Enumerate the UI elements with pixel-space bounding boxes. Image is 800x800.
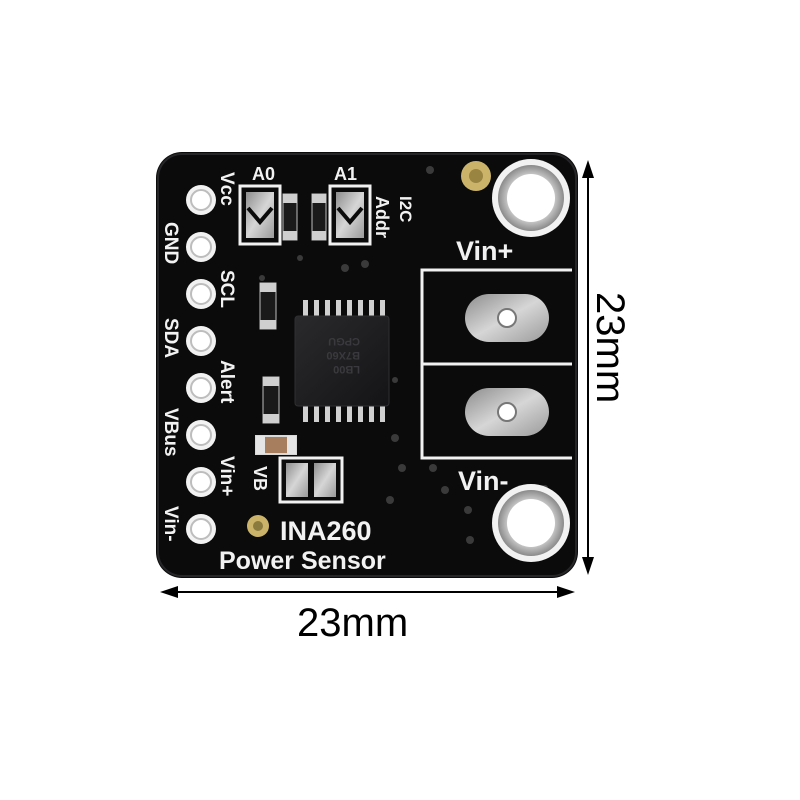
pin-labels: Vcc GND SCL SDA Alert VBus Vin+ Vin- bbox=[160, 172, 237, 542]
header-pin-pad bbox=[186, 185, 216, 215]
smd-resistors bbox=[255, 282, 297, 455]
ic-marking-3: LB00 bbox=[333, 363, 360, 375]
smd-resistor bbox=[282, 193, 298, 241]
mounting-hole-top bbox=[492, 159, 570, 237]
jumper-label-a1: A1 bbox=[334, 164, 357, 184]
pin-label-vin-minus: Vin- bbox=[160, 506, 181, 542]
vb-label: VB bbox=[250, 466, 270, 491]
i2c-addr-label: I2C Addr bbox=[372, 196, 415, 238]
header-pin-pad bbox=[186, 279, 216, 309]
header-pin-pad bbox=[186, 420, 216, 450]
header-pin-pad bbox=[186, 326, 216, 356]
pin-label-vbus: VBus bbox=[160, 408, 181, 457]
smd-resistor bbox=[262, 376, 280, 424]
jumper-label-a0: A0 bbox=[252, 164, 275, 184]
addr-label: Addr bbox=[372, 196, 392, 238]
terminal-label-vin-minus: Vin- bbox=[458, 466, 509, 496]
via-dots bbox=[259, 165, 548, 544]
width-label: 23mm bbox=[297, 601, 408, 645]
header-pin-pad bbox=[186, 373, 216, 403]
pin-label-vin-plus: Vin+ bbox=[216, 456, 237, 496]
pin-label-alert: Alert bbox=[216, 360, 237, 404]
width-dimension: 23mm bbox=[160, 586, 575, 645]
header-pin-pad bbox=[186, 514, 216, 544]
vb-jumper: VB bbox=[250, 456, 344, 504]
header-pin-pad bbox=[186, 467, 216, 497]
header-pins bbox=[186, 185, 216, 544]
height-dimension: 23mm bbox=[582, 160, 632, 575]
ic-marking-2: B7X60 bbox=[326, 349, 360, 361]
pin-label-vcc: Vcc bbox=[216, 172, 237, 206]
i2c-label: I2C bbox=[396, 196, 415, 222]
terminal-block-outline: Vin+ Vin- bbox=[420, 236, 572, 496]
smd-resistor bbox=[311, 193, 327, 241]
mounting-hole-bottom bbox=[492, 484, 570, 562]
header-pin-pad bbox=[186, 232, 216, 262]
height-label: 23mm bbox=[588, 292, 632, 403]
ina260-chip: CPGU B7X60 LB00 bbox=[294, 300, 390, 422]
smd-resistor bbox=[259, 282, 277, 330]
chip-subtitle-label: Power Sensor bbox=[219, 547, 386, 575]
terminal-label-vin-plus: Vin+ bbox=[456, 236, 513, 266]
pin-label-gnd: GND bbox=[160, 222, 181, 264]
gold-testpoint bbox=[461, 161, 491, 191]
ic-marking-1: CPGU bbox=[328, 335, 360, 347]
product-label: INA260 Power Sensor bbox=[219, 516, 386, 575]
smd-capacitor bbox=[255, 435, 297, 455]
pin-label-scl: SCL bbox=[216, 270, 237, 308]
address-jumpers: A0 A1 bbox=[238, 164, 372, 246]
pin-label-sda: SDA bbox=[160, 318, 181, 358]
chip-name-label: INA260 bbox=[280, 516, 372, 546]
